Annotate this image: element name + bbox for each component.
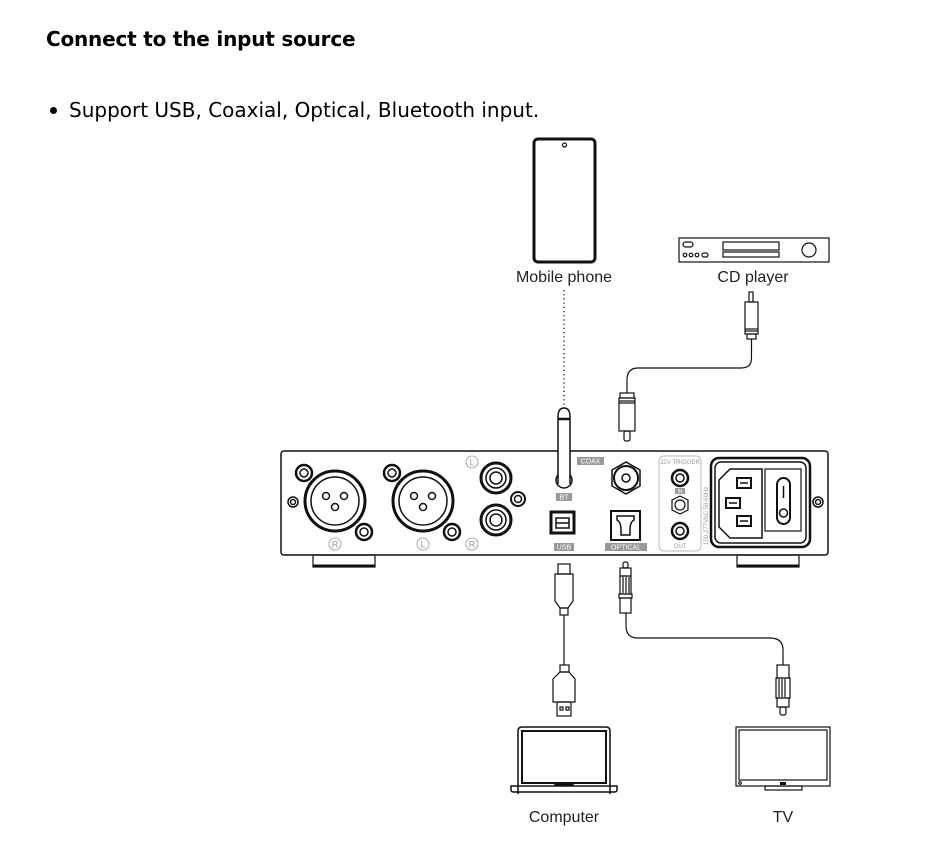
- usb-b-port: [549, 510, 576, 535]
- svg-text:OPTICAL: OPTICAL: [611, 545, 641, 552]
- coax-label: COAX: [577, 457, 604, 466]
- rca-left-label: L: [465, 455, 479, 469]
- xlr-left-output-port: [382, 463, 462, 542]
- section-heading: Connect to the input source: [46, 27, 356, 51]
- rca-left-output-port: [479, 461, 513, 495]
- svg-text:BT: BT: [560, 495, 570, 502]
- rca-right-output-port: [479, 503, 513, 537]
- svg-text:USB: USB: [557, 545, 572, 552]
- svg-text:L: L: [420, 540, 425, 550]
- rca-right-label: R: [465, 537, 479, 551]
- trigger-out-label: OUT: [674, 544, 687, 550]
- rca-screw: [510, 491, 526, 507]
- xlr-right-label: R: [328, 537, 342, 551]
- svg-text:R: R: [332, 540, 339, 550]
- cd-player-label: CD player: [717, 269, 789, 286]
- bluetooth-antenna-icon: [555, 407, 573, 489]
- bt-port-label: BT: [556, 493, 572, 502]
- feature-list: Support USB, Coaxial, Optical, Bluetooth…: [46, 98, 539, 122]
- cd-player-icon: [678, 237, 830, 263]
- svg-text:R: R: [469, 540, 476, 550]
- usb-cable: [552, 563, 576, 717]
- mobile-phone-label: Mobile phone: [516, 269, 612, 286]
- power-inlet: [709, 456, 812, 549]
- dac-rear-panel: [280, 450, 829, 568]
- coaxial-cable: [618, 291, 759, 442]
- trigger-label: 12V TRIGGER: [660, 460, 700, 466]
- computer-icon: [510, 726, 618, 794]
- svg-text:COAX: COAX: [581, 459, 601, 466]
- usb-port-label: USB: [554, 543, 574, 552]
- feature-text: Support USB, Coaxial, Optical, Bluetooth…: [69, 98, 540, 122]
- computer-label: Computer: [529, 809, 600, 826]
- optical-cable: [618, 561, 791, 716]
- tv-icon: [735, 726, 831, 791]
- power-rating-label: 100-277VAC 50-60Hz: [704, 487, 710, 545]
- tv-label: TV: [773, 809, 794, 826]
- xlr-right-output-port: [294, 463, 374, 542]
- coax-input-port: [611, 461, 641, 495]
- xlr-left-label: L: [416, 537, 430, 551]
- power-switch: [764, 468, 802, 532]
- trigger-group: 12V TRIGGER IN OUT: [658, 455, 702, 552]
- trigger-in-label: IN: [678, 489, 683, 495]
- svg-text:L: L: [469, 458, 474, 468]
- bullet-icon: [50, 106, 57, 114]
- mobile-phone-icon: [532, 137, 597, 264]
- optical-port-label: OPTICAL: [605, 543, 647, 552]
- optical-input-port: [610, 510, 641, 541]
- feature-list-item: Support USB, Coaxial, Optical, Bluetooth…: [46, 98, 539, 122]
